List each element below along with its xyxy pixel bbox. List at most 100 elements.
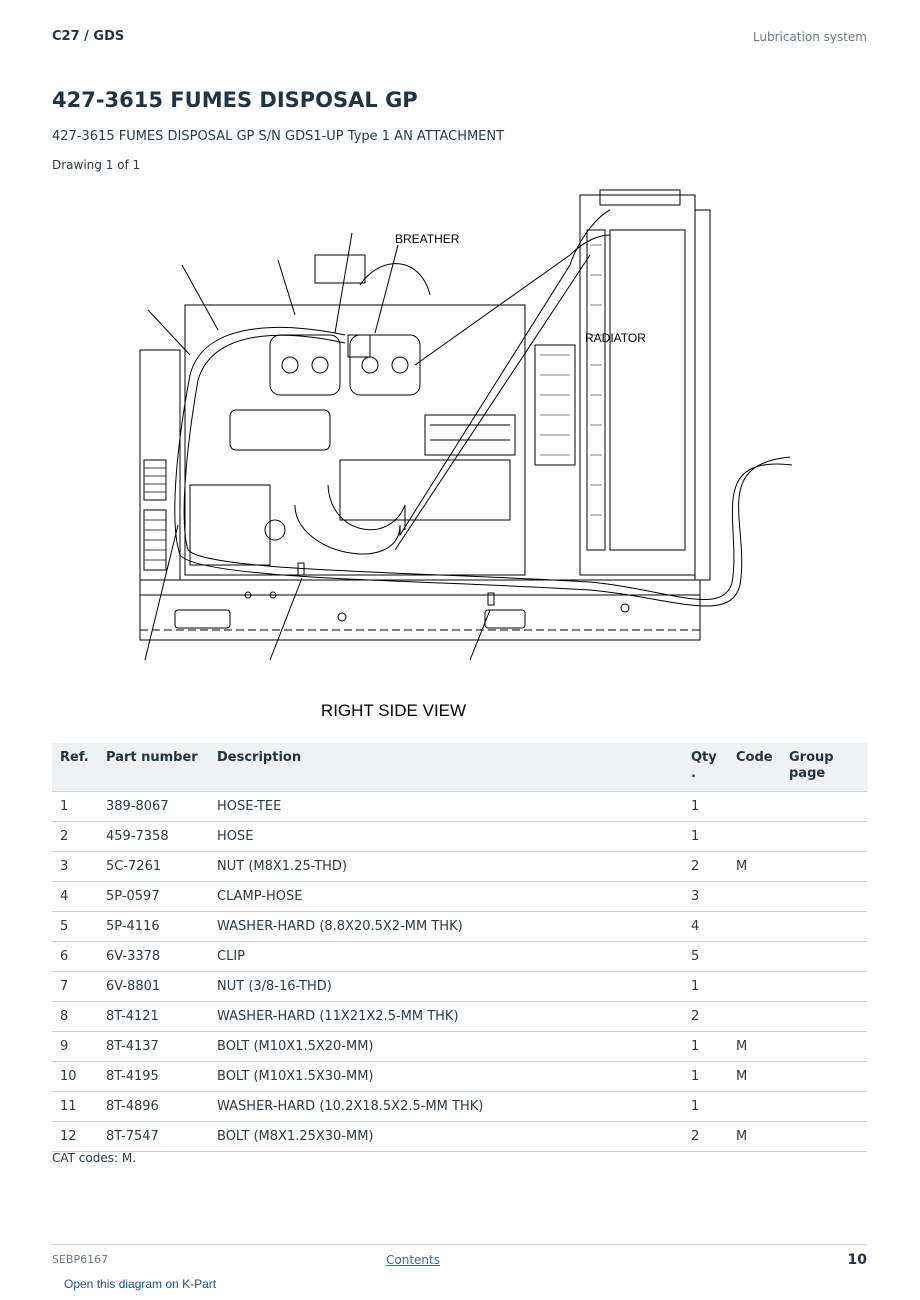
row-group-page [781,1031,867,1062]
air-pipe [294,209,611,555]
document-id: SEBP6167 [52,1253,109,1266]
view-caption: RIGHT SIDE VIEW [320,701,467,720]
row-ref: 6 [52,941,98,972]
row-qty: 4 [683,911,728,942]
row-group-page [781,881,867,912]
row-qty: 1 [683,791,728,822]
row-ref: 10 [52,1061,98,1092]
row-ref: 12 [52,1121,98,1152]
row-code: M [728,851,781,882]
row-qty: 2 [683,1121,728,1152]
breadcrumb: C27 / GDS [52,29,125,44]
kpart-link[interactable]: Open this diagram on K-Part [64,1277,217,1291]
row-qty: 2 [683,851,728,882]
row-description: BOLT (M10X1.5X30-MM) [209,1061,683,1092]
footer-divider [52,1244,867,1245]
ref-header: Ref. [52,743,98,792]
row-group-page [781,791,867,822]
row-group-page [781,1091,867,1122]
breather-hose [174,326,791,607]
description-header: Description [209,743,683,792]
row-qty: 2 [683,1001,728,1032]
row-description: HOSE-TEE [209,791,683,822]
row-code: M [728,1121,781,1152]
row-description: CLAMP-HOSE [209,881,683,912]
row-code [728,881,781,912]
row-description: BOLT (M8X1.25X30-MM) [209,1121,683,1152]
row-part-number: 459-7358 [98,821,209,852]
radiator [579,194,696,576]
row-part-number: 8T-4137 [98,1031,209,1062]
row-description: CLIP [209,941,683,972]
row-code [728,1091,781,1122]
row-part-number: 5C-7261 [98,851,209,882]
code-header: Code [728,743,781,792]
page-number: 10 [847,1252,867,1268]
row-ref: 5 [52,911,98,942]
row-group-page [781,1121,867,1152]
part-number-header: Part number [98,743,209,792]
row-qty: 3 [683,881,728,912]
section-title: Lubrication system [752,30,867,44]
row-code [728,941,781,972]
row-ref: 1 [52,791,98,822]
breather-label: BREATHER [395,232,460,246]
row-ref: 3 [52,851,98,882]
base-frame [139,579,701,641]
row-qty: 1 [683,821,728,852]
row-code [728,971,781,1002]
engine-block [184,304,526,576]
row-ref: 4 [52,881,98,912]
row-description: NUT (M8X1.25-THD) [209,851,683,882]
drawing-note: Drawing 1 of 1 [52,158,141,172]
table-header-row: Ref. Part number Description Qty. Code G… [52,743,867,792]
row-code [728,791,781,822]
row-part-number: 6V-8801 [98,971,209,1002]
row-code: M [728,1031,781,1062]
row-group-page [781,1001,867,1032]
row-code [728,911,781,942]
row-qty: 1 [683,1031,728,1062]
contents-link[interactable]: Contents [386,1253,440,1267]
row-description: HOSE [209,821,683,852]
row-group-page [781,1061,867,1092]
row-part-number: 8T-4195 [98,1061,209,1092]
row-code [728,1001,781,1032]
row-ref: 8 [52,1001,98,1032]
row-group-page [781,941,867,972]
row-description: BOLT (M10X1.5X20-MM) [209,1031,683,1062]
row-group-page [781,971,867,1002]
control-box [139,349,181,581]
row-part-number: 389-8067 [98,791,209,822]
row-group-page [781,821,867,852]
row-part-number: 6V-3378 [98,941,209,972]
row-part-number: 5P-0597 [98,881,209,912]
row-qty: 1 [683,971,728,1002]
cat-codes-note: CAT codes: M. [52,1151,137,1165]
row-qty: 5 [683,941,728,972]
row-ref: 11 [52,1091,98,1122]
page-subtitle: 427-3615 FUMES DISPOSAL GP S/N GDS1-UP T… [52,129,505,144]
row-group-page [781,851,867,882]
row-part-number: 8T-4896 [98,1091,209,1122]
row-code [728,821,781,852]
row-description: NUT (3/8-16-THD) [209,971,683,1002]
row-part-number: 5P-4116 [98,911,209,942]
row-qty: 1 [683,1061,728,1092]
row-ref: 9 [52,1031,98,1062]
row-qty: 1 [683,1091,728,1122]
row-part-number: 8T-7547 [98,1121,209,1152]
